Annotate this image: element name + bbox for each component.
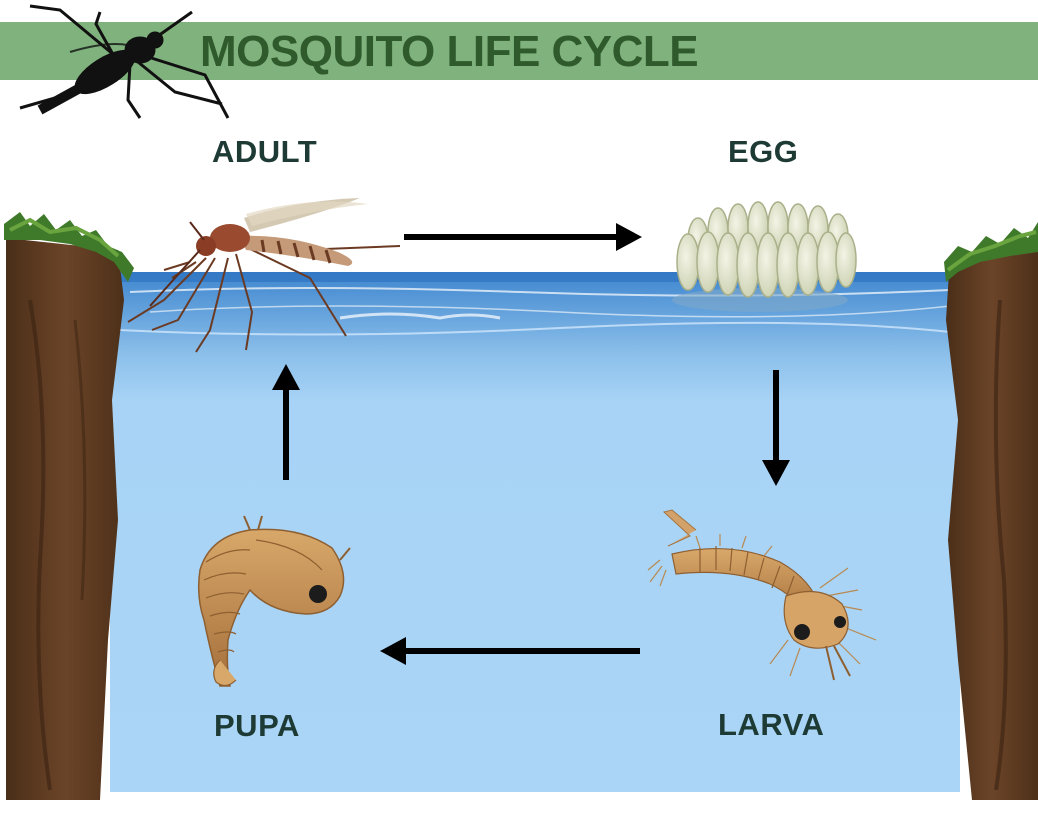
- label-adult: ADULT: [212, 134, 317, 170]
- arrow-adult-to-egg: [404, 223, 642, 251]
- label-larva: LARVA: [718, 707, 824, 743]
- mosquito-silhouette-icon: [20, 6, 228, 118]
- egg-raft: [672, 202, 856, 312]
- label-egg: EGG: [728, 134, 798, 170]
- label-pupa: PUPA: [214, 708, 300, 744]
